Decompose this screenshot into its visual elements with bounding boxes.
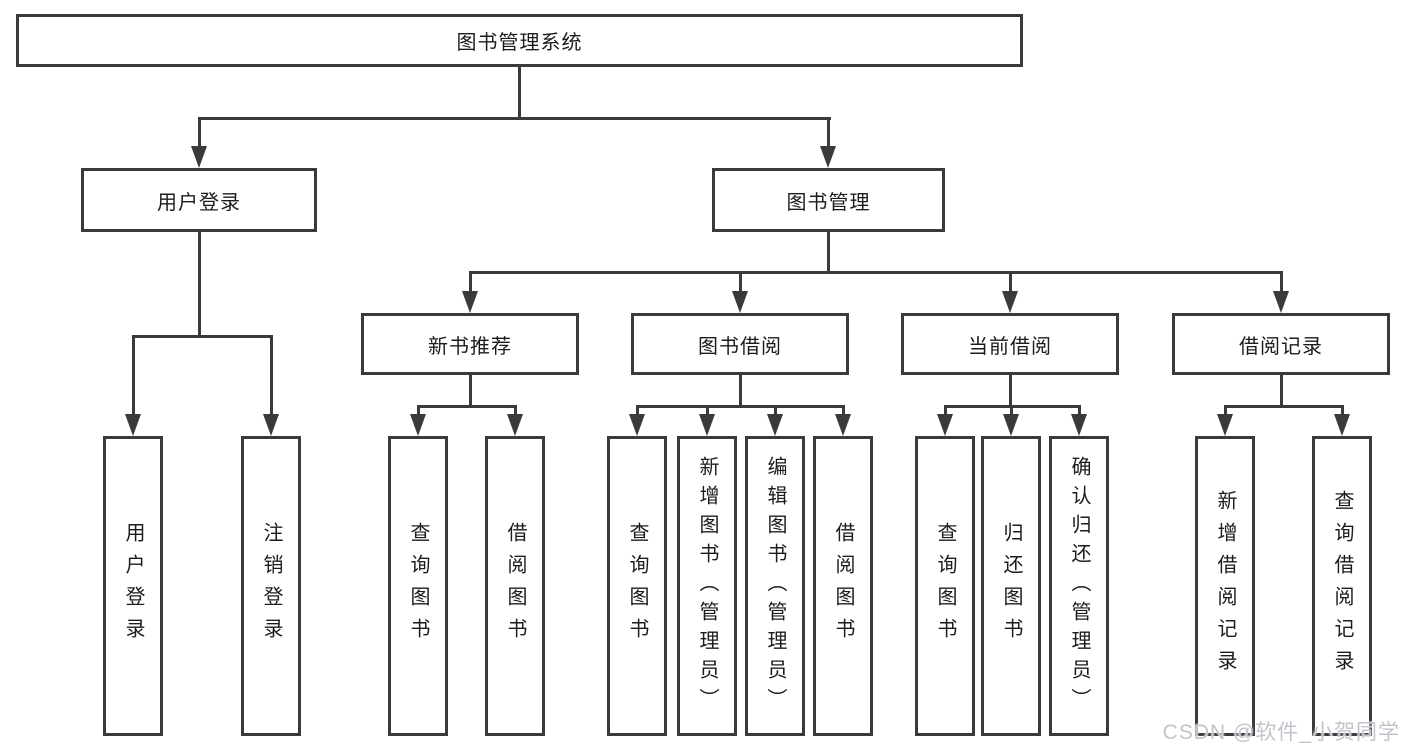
connector-line — [1280, 271, 1283, 292]
arrow-down-icon — [732, 291, 748, 313]
leaf-logout: 注销登录 — [241, 436, 301, 736]
connector-line — [1341, 405, 1344, 416]
leaf-query-books-recommend: 查询图书 — [388, 436, 448, 736]
arrow-down-icon — [1217, 414, 1233, 436]
connector-line — [636, 405, 845, 408]
leaf-borrow-books-recommend: 借阅图书 — [485, 436, 545, 736]
arrow-down-icon — [410, 414, 426, 436]
connector-line — [132, 335, 273, 338]
node-label: 当前借阅 — [968, 335, 1052, 358]
csdn-watermark: CSDN @软件_小贺同学 — [1162, 721, 1400, 744]
node-label: 确认归还（管理员） — [1068, 455, 1090, 717]
node-user-login: 用户登录 — [81, 168, 317, 232]
connector-line — [739, 271, 742, 292]
node-label: 图书管理系统 — [456, 32, 583, 54]
connector-line — [774, 405, 777, 416]
leaf-add-book-admin: 新增图书（管理员） — [677, 436, 737, 736]
node-label: 借阅记录 — [1239, 335, 1323, 358]
node-book-management-system: 图书管理系统 — [16, 14, 1023, 67]
node-label: 查询图书 — [934, 522, 956, 650]
connector-line — [198, 117, 831, 120]
node-label: 图书管理 — [786, 191, 871, 214]
arrow-down-icon — [820, 146, 836, 168]
node-label: 注销登录 — [260, 522, 282, 650]
connector-line — [842, 405, 845, 416]
arrow-down-icon — [191, 146, 207, 168]
node-label: 编辑图书（管理员） — [764, 455, 786, 717]
connector-line — [469, 271, 472, 292]
connector-line — [469, 375, 472, 408]
leaf-edit-book-admin: 编辑图书（管理员） — [745, 436, 805, 736]
connector-line — [1280, 375, 1283, 408]
node-label: 新书推荐 — [428, 335, 512, 358]
arrow-down-icon — [462, 291, 478, 313]
node-label: 查询借阅记录 — [1331, 490, 1353, 682]
arrow-down-icon — [1003, 414, 1019, 436]
node-label: 新增图书（管理员） — [696, 455, 718, 717]
connector-line — [469, 271, 1283, 274]
arrow-down-icon — [1334, 414, 1350, 436]
connector-line — [706, 405, 709, 416]
leaf-query-books-borrowing: 查询图书 — [607, 436, 667, 736]
connector-line — [827, 232, 830, 272]
connector-line — [198, 117, 201, 147]
arrow-down-icon — [629, 414, 645, 436]
node-book-management: 图书管理 — [712, 168, 945, 232]
node-new-book-recommendation: 新书推荐 — [361, 313, 579, 375]
connector-line — [739, 375, 742, 408]
arrow-down-icon — [263, 414, 279, 436]
leaf-borrow-books-borrowing: 借阅图书 — [813, 436, 873, 736]
arrow-down-icon — [835, 414, 851, 436]
arrow-down-icon — [699, 414, 715, 436]
node-label: 用户登录 — [157, 191, 241, 214]
arrow-down-icon — [125, 414, 141, 436]
node-label: 归还图书 — [1000, 522, 1022, 650]
node-label: 图书借阅 — [698, 335, 782, 358]
connector-line — [827, 117, 830, 147]
connector-line — [514, 405, 517, 416]
leaf-confirm-return-admin: 确认归还（管理员） — [1049, 436, 1109, 736]
connector-line — [198, 232, 201, 335]
connector-line — [1224, 405, 1227, 416]
node-label: 查询图书 — [407, 522, 429, 650]
connector-line — [132, 335, 135, 415]
connector-line — [636, 405, 639, 416]
connector-line — [417, 405, 420, 416]
connector-line — [518, 67, 521, 117]
node-label: 用户登录 — [122, 522, 144, 650]
leaf-query-books-current: 查询图书 — [915, 436, 975, 736]
connector-line — [1078, 405, 1081, 416]
connector-line — [1009, 271, 1012, 292]
leaf-user-login: 用户登录 — [103, 436, 163, 736]
node-borrowing-records: 借阅记录 — [1172, 313, 1390, 375]
connector-line — [1010, 405, 1013, 416]
node-label: 新增借阅记录 — [1214, 490, 1236, 682]
node-label: 查询图书 — [626, 522, 648, 650]
connector-line — [944, 405, 947, 416]
arrow-down-icon — [1071, 414, 1087, 436]
arrow-down-icon — [1273, 291, 1289, 313]
arrow-down-icon — [937, 414, 953, 436]
arrow-down-icon — [1002, 291, 1018, 313]
node-label: 借阅图书 — [832, 522, 854, 650]
connector-line — [270, 335, 273, 415]
connector-line — [1224, 405, 1344, 408]
node-label: 借阅图书 — [504, 522, 526, 650]
leaf-query-borrow-record: 查询借阅记录 — [1312, 436, 1372, 736]
connector-line — [1009, 375, 1012, 408]
node-current-borrowing: 当前借阅 — [901, 313, 1119, 375]
leaf-add-borrow-record: 新增借阅记录 — [1195, 436, 1255, 736]
arrow-down-icon — [507, 414, 523, 436]
node-book-borrowing: 图书借阅 — [631, 313, 849, 375]
arrow-down-icon — [767, 414, 783, 436]
connector-line — [417, 405, 517, 408]
leaf-return-books: 归还图书 — [981, 436, 1041, 736]
